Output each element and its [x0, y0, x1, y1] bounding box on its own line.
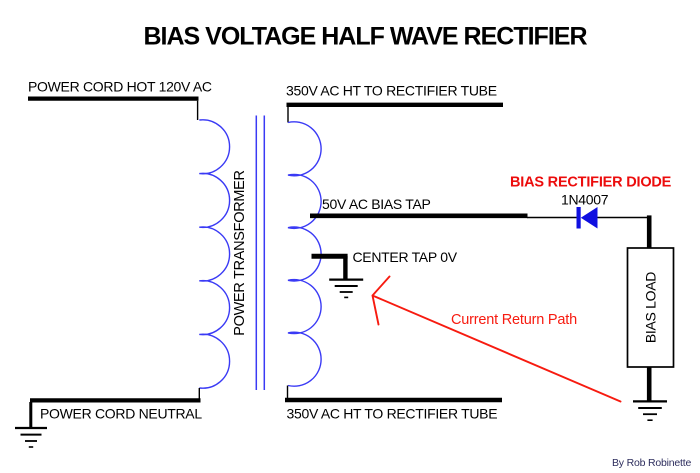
center-tap: CENTER TAP 0V: [311, 249, 458, 299]
power-transformer-label: POWER TRANSFORMER: [232, 170, 248, 335]
diode-icon: [576, 207, 598, 229]
center-tap-ground-icon: [329, 278, 364, 299]
bias-rectifier-diode-heading: BIAS RECTIFIER DIODE: [510, 175, 672, 191]
neutral-ground-icon: [15, 402, 47, 448]
ht-top-label: 350V AC HT TO RECTIFIER TUBE: [286, 83, 497, 99]
credit-label: By Rob Robinette: [612, 457, 691, 469]
power-cord-neutral-label: POWER CORD NEUTRAL: [40, 406, 202, 422]
ht-bottom-label: 350V AC HT TO RECTIFIER TUBE: [287, 406, 498, 422]
bias-load-label: BIAS LOAD: [643, 272, 659, 343]
bias-tap-label: 50V AC BIAS TAP: [322, 196, 431, 212]
power-cord-hot-label: POWER CORD HOT 120V AC: [28, 79, 212, 95]
diode-branch: BIAS RECTIFIER DIODE 1N4007 BIAS LOAD: [510, 175, 675, 422]
primary-winding-icon: [199, 119, 231, 389]
current-return-arrow-icon: [371, 275, 622, 403]
current-return-annotation: Current Return Path: [371, 275, 622, 403]
current-return-label: Current Return Path: [451, 312, 577, 328]
secondary-circuit: 350V AC HT TO RECTIFIER TUBE 350V AC HT …: [285, 83, 528, 422]
primary-circuit: POWER CORD HOT 120V AC POWER CORD NEUTRA…: [15, 79, 231, 448]
center-tap-label: CENTER TAP 0V: [353, 249, 458, 265]
load-ground-icon: [633, 400, 667, 422]
page-title: BIAS VOLTAGE HALF WAVE RECTIFIER: [144, 23, 588, 51]
diode-part-number-label: 1N4007: [561, 192, 609, 208]
transformer-core: POWER TRANSFORMER: [232, 115, 266, 390]
